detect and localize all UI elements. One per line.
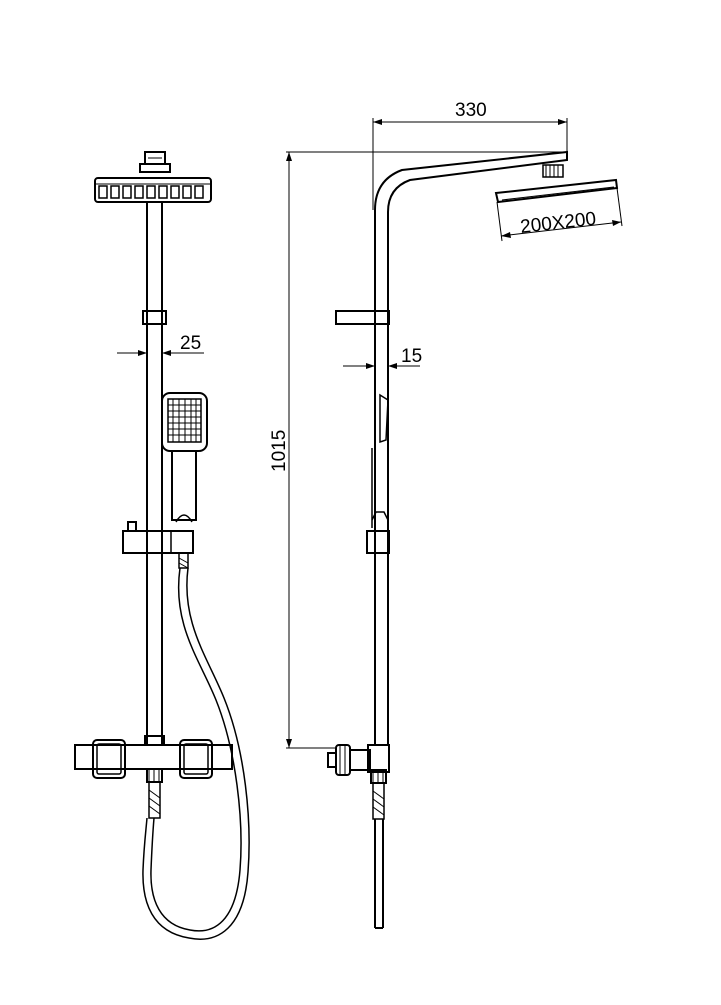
side-slide-holder: [366, 530, 390, 554]
head-size-dimension: 200X200: [496, 187, 623, 242]
front-rail-diameter-dimension: 25: [117, 333, 204, 356]
side-thermostatic-valve: [327, 744, 390, 929]
side-rail-diameter-label: 15: [401, 346, 422, 367]
front-view: 25: [74, 151, 250, 940]
arm-length-dimension: 330: [372, 100, 568, 210]
side-rail-diameter-dimension: 15: [343, 346, 422, 369]
side-shower-head: [494, 164, 619, 204]
front-riser-rail: [146, 202, 163, 745]
front-slide-holder: [122, 521, 194, 554]
total-height-dimension: 1015: [269, 151, 567, 749]
front-shower-head: [94, 151, 212, 203]
total-height-label: 1015: [269, 430, 290, 472]
hand-shower-hose: [142, 552, 250, 940]
front-upper-bracket: [142, 310, 167, 325]
rail-diameter-label: 25: [180, 333, 201, 354]
front-thermostatic-valve: [74, 735, 233, 819]
hand-shower-nozzle-grid: [168, 399, 201, 442]
side-view: 330 1015: [269, 100, 623, 929]
side-upper-bracket: [335, 310, 390, 325]
arm-length-label: 330: [455, 100, 487, 121]
hand-shower: [161, 392, 208, 523]
side-hand-shower: [371, 393, 389, 528]
head-size-label: 200X200: [519, 208, 597, 237]
side-shower-arm: [374, 150, 568, 745]
shower-head-nozzles: [98, 185, 204, 199]
